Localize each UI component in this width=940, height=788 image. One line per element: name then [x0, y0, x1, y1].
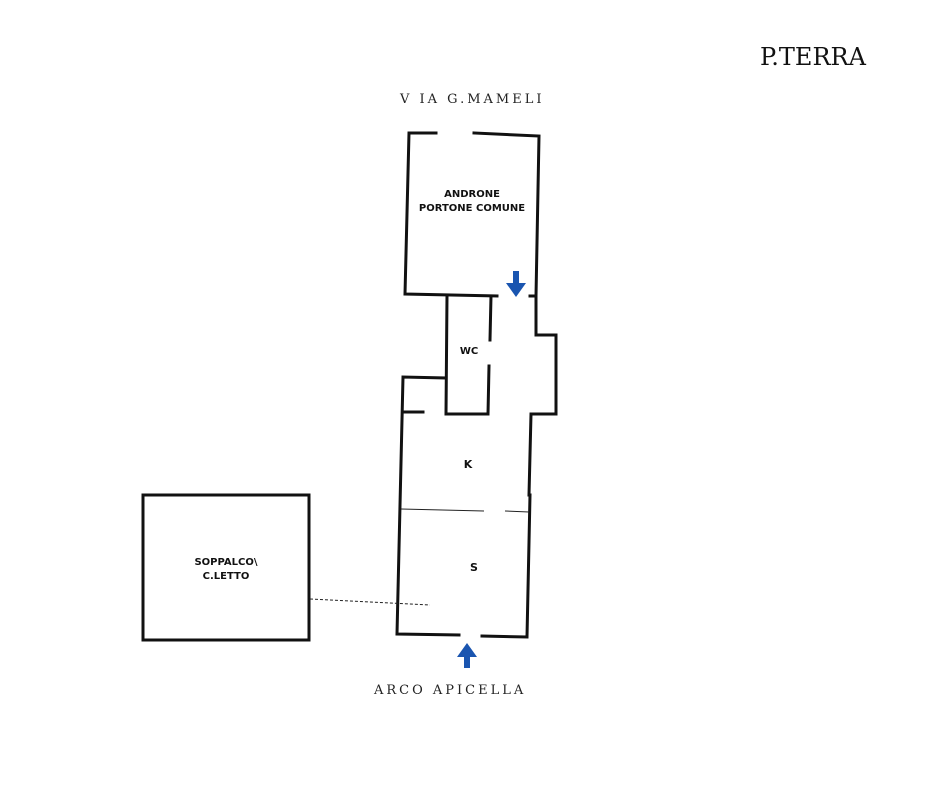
floor-title: P.TERRA: [760, 43, 867, 71]
divider-k-s: [400, 508, 530, 513]
wc-walls: [444, 294, 493, 416]
label-k: K: [464, 458, 473, 471]
label-androne-line2: PORTONE COMUNE: [419, 203, 525, 214]
arrow-down-icon: [506, 271, 526, 297]
living-walls: [480, 493, 532, 639]
label-s: S: [470, 561, 478, 574]
street-label-top: V IA G.MAMELI: [399, 92, 545, 107]
soppalco-box: [141, 493, 311, 642]
arrow-up-icon: [457, 643, 477, 668]
label-androne-line1: ANDRONE: [444, 189, 500, 200]
androne-walls: [403, 131, 541, 298]
soppalco-connector: [309, 598, 431, 606]
kitchen-walls: [395, 375, 461, 637]
label-soppalco-line1: SOPPALCO\: [194, 557, 257, 568]
label-wc: WC: [460, 346, 478, 357]
label-soppalco-line2: C.LETTO: [203, 571, 250, 582]
street-label-bottom: ARCO APICELLA: [373, 683, 526, 698]
corridor-walls: [527, 294, 558, 497]
